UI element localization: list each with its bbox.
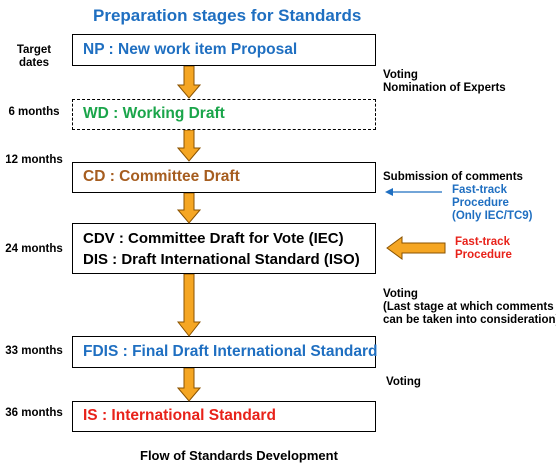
time-label-np: Target dates [0, 44, 68, 70]
stage-label-fdis: FDIS : Final Draft International Standar… [83, 343, 378, 360]
note-voting-last-stage: Voting (Last stage at which comments can… [383, 288, 556, 327]
time-label-cdv: 24 months [5, 243, 63, 255]
flow-arrow-cdv-fdis [177, 274, 201, 337]
stage-label-dis: DIS : Draft International Standard (ISO) [83, 251, 360, 268]
stage-box-np: NP : New work item Proposal [72, 34, 376, 66]
note-line: (Only IEC/TC9) [452, 210, 533, 222]
note-line: Procedure [452, 197, 509, 209]
stage-label-np: NP : New work item Proposal [83, 41, 298, 58]
stage-box-wd: WD : Working Draft [72, 99, 376, 130]
note-submission-of-comments: Submission of comments [383, 171, 523, 183]
diagram-caption: Flow of Standards Development [140, 448, 338, 463]
note-fast-track-iec: Fast-track Procedure (Only IEC/TC9) [452, 184, 533, 223]
note-line: Nomination of Experts [383, 82, 506, 94]
note-line: Procedure [455, 249, 512, 261]
fast-track-arrow [386, 236, 446, 260]
flow-arrow-wd-cd [177, 130, 201, 162]
time-label-fdis: 33 months [5, 345, 63, 357]
stage-label-cdv: CDV : Committee Draft for Vote (IEC) [83, 230, 344, 247]
note-line: can be taken into consideration) [383, 314, 556, 326]
note-line: Fast-track [455, 236, 510, 248]
stage-label-wd: WD : Working Draft [83, 105, 225, 122]
flow-arrow-cd-cdv [177, 193, 201, 224]
note-voting: Voting [386, 376, 421, 388]
note-line: Voting [383, 288, 418, 300]
note-fast-track: Fast-track Procedure [455, 236, 512, 262]
note-voting-nomination: Voting Nomination of Experts [383, 69, 506, 95]
time-label-wd: 6 months [8, 106, 60, 118]
time-label-cd: 12 months [5, 154, 63, 166]
stage-label-is: IS : International Standard [83, 407, 276, 424]
fast-track-iec-arrow [385, 187, 443, 197]
stage-box-is: IS : International Standard [72, 401, 376, 432]
stage-box-cd: CD : Committee Draft [72, 162, 376, 193]
flow-arrow-np-wd [177, 66, 201, 99]
time-label-is: 36 months [5, 407, 63, 419]
stage-box-cdv: CDV : Committee Draft for Vote (IEC) DIS… [72, 223, 376, 274]
note-line: Voting [383, 69, 418, 81]
flow-arrow-fdis-is [177, 368, 201, 402]
note-line: (Last stage at which comments [383, 301, 554, 313]
note-line: Fast-track [452, 184, 507, 196]
time-label-line: Target [16, 44, 52, 56]
stage-label-cd: CD : Committee Draft [83, 168, 240, 185]
diagram-title: Preparation stages for Standards [93, 6, 362, 25]
stage-box-fdis: FDIS : Final Draft International Standar… [72, 336, 378, 368]
time-label-line: dates [18, 57, 50, 69]
